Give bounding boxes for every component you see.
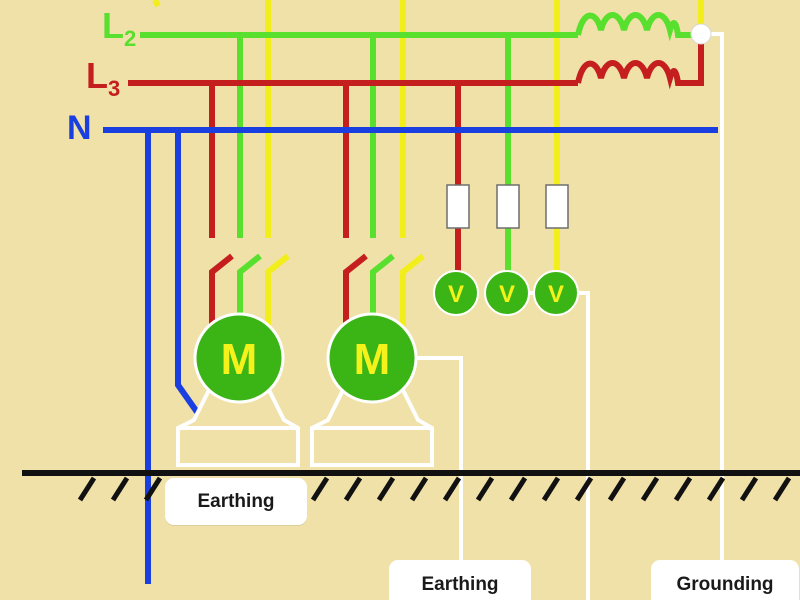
- motor-1-switch: [209, 253, 290, 330]
- l2-subscript: 2: [124, 26, 137, 51]
- l3-label: L 3: [86, 55, 120, 100]
- l2-letter: L: [102, 5, 124, 46]
- fuses: [446, 184, 569, 229]
- neutral-bus: [103, 127, 718, 584]
- earthing-callout-1: Earthing: [165, 478, 307, 525]
- voltmeter-1: V: [433, 270, 479, 316]
- motor-2-switch: [343, 253, 425, 330]
- l2-bus: [140, 12, 701, 272]
- voltmeter-3-label: V: [548, 281, 564, 308]
- voltmeter-2: V: [484, 270, 530, 316]
- earthing-callout-2-text: Earthing: [421, 574, 499, 595]
- l1-conductors: [152, 0, 704, 272]
- l2-label: L 2: [102, 5, 136, 50]
- fuse-l1: [545, 184, 569, 229]
- l3-letter: L: [86, 55, 108, 96]
- voltmeter-2-label: V: [499, 281, 515, 308]
- ground-symbol: [22, 470, 800, 502]
- motor-1: M: [193, 312, 285, 404]
- earthing-callout-1-text: Earthing: [197, 490, 275, 512]
- fuse-l2: [496, 184, 520, 229]
- motor-stands: [176, 387, 434, 467]
- motor-2-label: M: [354, 335, 391, 384]
- n-label: N: [67, 111, 92, 145]
- voltmeter-3: V: [533, 270, 579, 316]
- grounding-callout-text: Grounding: [676, 574, 774, 595]
- n-letter: N: [67, 109, 92, 147]
- grounding-callout: Grounding: [651, 560, 799, 600]
- fuse-l3: [446, 184, 470, 229]
- motor-2: M: [326, 312, 418, 404]
- l3-bus: [128, 40, 704, 272]
- earthing-callout-2: Earthing: [389, 560, 531, 600]
- voltmeter-1-label: V: [448, 281, 464, 308]
- junction-node: [690, 23, 712, 45]
- motor-1-label: M: [221, 335, 258, 384]
- l3-subscript: 3: [108, 76, 121, 101]
